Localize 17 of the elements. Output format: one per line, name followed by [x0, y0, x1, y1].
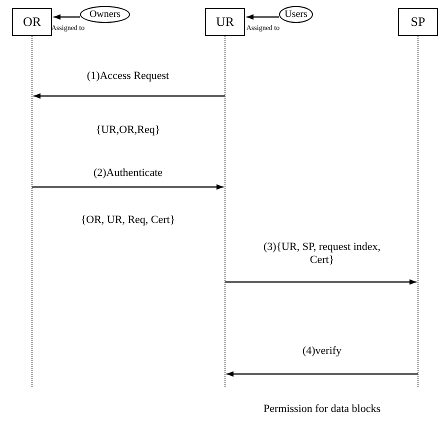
role-ellipse: Owners — [80, 6, 130, 23]
participant-box: UR — [205, 8, 245, 36]
message-arrow — [246, 14, 279, 20]
message-arrow — [34, 93, 225, 99]
edge-label: (1)Access Request — [86, 70, 170, 83]
message-arrow — [225, 279, 416, 285]
edge-label: (2)Authenticate — [92, 167, 164, 180]
message-parameters: {UR,OR,Req} — [96, 124, 160, 136]
participant-box: OR — [12, 8, 52, 36]
message-arrow — [226, 371, 418, 377]
message-arrow — [54, 14, 80, 20]
edge-label: (4)verify — [301, 345, 343, 358]
message-arrow — [32, 184, 224, 190]
participant-box: SP — [398, 8, 438, 36]
message-parameters: {OR, UR, Req, Cert} — [80, 214, 176, 226]
role-ellipse: Users — [279, 6, 313, 23]
note-text: Permission for data blocks — [264, 403, 380, 415]
